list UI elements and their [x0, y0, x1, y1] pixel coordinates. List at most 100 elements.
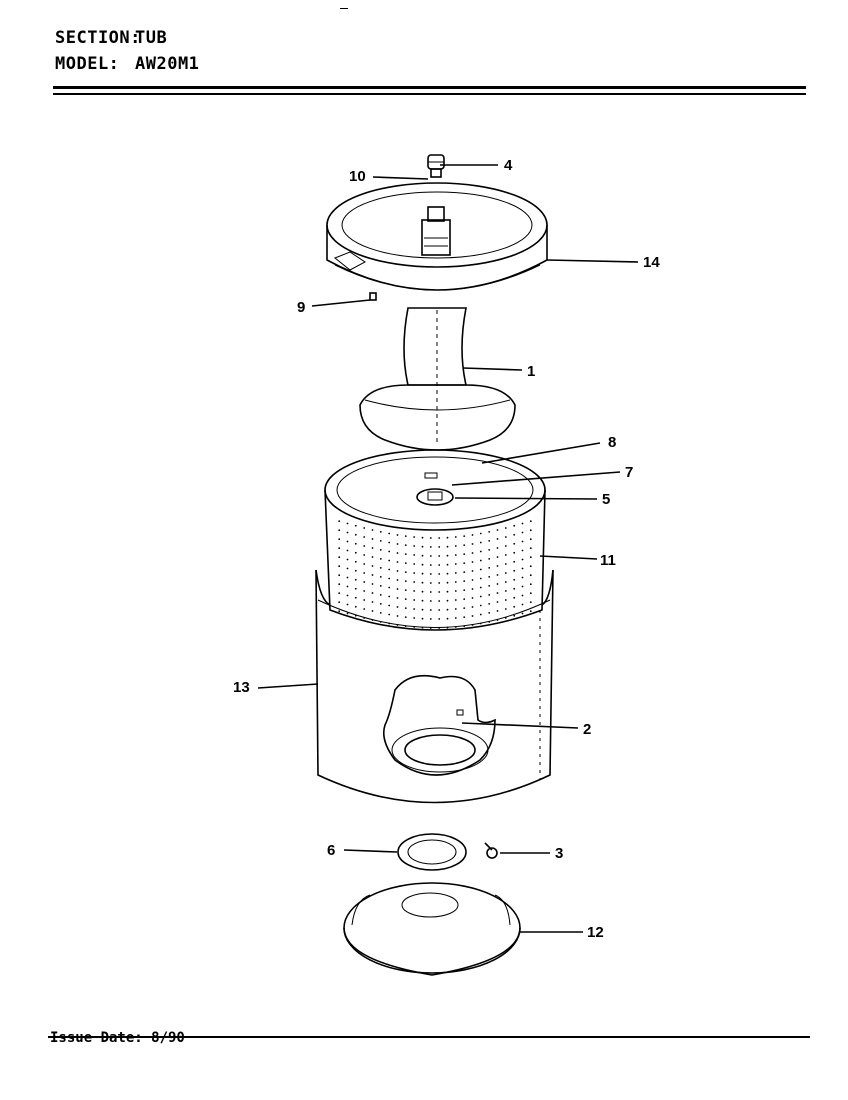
basket-perforation [463, 544, 466, 546]
basket-perforation [504, 581, 507, 583]
basket-perforation [479, 568, 482, 571]
basket-perforation [463, 562, 466, 564]
basket-perforation [371, 529, 374, 531]
basket-perforation [421, 536, 424, 539]
basket-perforation [479, 532, 482, 535]
basket-perforation [488, 567, 491, 569]
basket-perforation [429, 591, 432, 593]
basket-perforation [438, 618, 441, 620]
basket-perforation [471, 597, 474, 599]
basket-perforation [379, 585, 382, 587]
basket-perforation [454, 581, 457, 583]
model-label: MODEL: [55, 54, 120, 74]
basket-perforation [496, 565, 499, 567]
part-gasket-ring [397, 833, 467, 871]
basket-perforation [379, 576, 382, 578]
basket-perforation [388, 604, 391, 607]
basket-perforation [454, 572, 457, 574]
leader-6 [343, 849, 398, 853]
basket-perforation [338, 583, 341, 586]
basket-perforation [421, 554, 424, 557]
basket-perforation [346, 522, 349, 525]
basket-perforation [513, 560, 516, 563]
basket-perforation [463, 580, 466, 582]
basket-perforation [404, 607, 407, 609]
basket-perforation [404, 598, 407, 600]
part-agitator [359, 307, 516, 451]
basket-perforation [429, 582, 432, 584]
basket-perforation [404, 544, 407, 546]
basket-perforation [496, 529, 499, 531]
part-base-cover [343, 882, 521, 976]
basket-perforation [371, 574, 374, 576]
basket-perforation [363, 527, 366, 529]
basket-perforation [363, 545, 366, 547]
basket-perforation [446, 572, 449, 575]
callout-8: 8 [608, 434, 616, 451]
basket-perforation [513, 533, 516, 536]
basket-perforation [363, 581, 366, 583]
basket-perforation [496, 574, 499, 576]
basket-perforation [421, 545, 424, 548]
basket-perforation [388, 541, 391, 544]
basket-perforation [429, 573, 432, 575]
section-value: TUB [135, 28, 168, 48]
basket-perforation [379, 531, 382, 533]
basket-perforation [429, 618, 432, 620]
basket-perforation [421, 617, 424, 620]
basket-perforation [446, 545, 449, 548]
basket-perforation [371, 565, 374, 567]
basket-perforation [529, 601, 532, 604]
basket-perforation [338, 601, 341, 604]
basket-perforation [488, 558, 491, 560]
callout-13: 13 [233, 679, 250, 696]
basket-perforation [454, 599, 457, 601]
basket-perforation [521, 540, 524, 543]
basket-perforation [521, 594, 524, 597]
leader-1 [462, 367, 523, 371]
basket-perforation [488, 603, 491, 605]
basket-perforation [413, 545, 416, 547]
basket-perforation [488, 612, 491, 614]
basket-perforation [479, 586, 482, 589]
basket-perforation [346, 549, 349, 552]
basket-perforation [388, 568, 391, 571]
basket-perforation [413, 572, 416, 574]
basket-perforation [513, 578, 516, 581]
callout-9: 9 [297, 299, 305, 316]
basket-perforation [404, 535, 407, 537]
basket-perforation [438, 564, 441, 566]
basket-perforation [438, 546, 441, 548]
basket-perforation [488, 585, 491, 587]
basket-perforation [446, 617, 449, 620]
basket-perforation [346, 603, 349, 606]
basket-perforation [413, 590, 416, 592]
basket-perforation [413, 581, 416, 583]
basket-perforation [471, 534, 474, 536]
basket-perforation [354, 533, 357, 536]
basket-perforation [413, 617, 416, 619]
basket-perforation [446, 536, 449, 539]
callout-5: 5 [602, 491, 610, 508]
basket-perforation [338, 556, 341, 559]
basket-perforation [404, 562, 407, 564]
basket-perforation [488, 576, 491, 578]
basket-perforation [371, 592, 374, 594]
basket-perforation [496, 610, 499, 612]
callout-3: 3 [555, 845, 563, 862]
basket-perforation [396, 561, 399, 563]
basket-perforation [371, 538, 374, 540]
basket-perforation [396, 606, 399, 608]
basket-perforation [379, 594, 382, 596]
basket-perforation [513, 551, 516, 554]
part-agitator-cap [427, 154, 445, 178]
callout-2: 2 [583, 721, 591, 738]
header-rule-bottom [53, 93, 806, 95]
section-heading: SECTION:TUB [55, 28, 167, 48]
basket-perforation [396, 552, 399, 554]
basket-perforation [529, 547, 532, 550]
basket-perforation [396, 543, 399, 545]
basket-perforation [371, 556, 374, 558]
basket-perforation [454, 536, 457, 538]
basket-perforation [346, 594, 349, 597]
